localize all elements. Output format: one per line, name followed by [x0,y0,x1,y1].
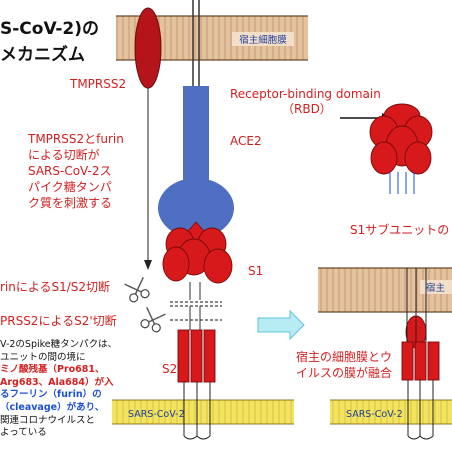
scissors-icon [140,307,166,333]
tmprss2-label: TMPRSS2 [70,77,127,91]
cleavage-stimulus-line-3: SARS-CoV-2ス [28,164,112,178]
note-line: るフーリン（furin）の [0,389,102,401]
virus-membrane-right: SARS-CoV-2 [330,399,452,425]
cleavage-stimulus-line-5: ク質を刺激する [28,196,113,210]
note-line: Arg683、Ala684）が入 [0,376,114,388]
cleavage-stimulus-line-1: TMPRSS2とfurin [28,132,124,146]
note-line: 関連コロナウイルスと [0,414,96,426]
host-right-label: 宿主 [426,282,445,294]
cleavage-stimulus-line-4: パイク糖タンパ [28,180,112,194]
rbd-stalks [389,172,415,194]
virus-membrane-label-right: SARS-CoV-2 [346,409,403,420]
tmprss2-pointer-arrowhead [144,260,152,270]
fused-spike-legs [406,268,434,440]
ace2-receptor [158,0,234,238]
furin-site-note: V-2のSpike糖タンパクは、 ユニットの間の境に ミノ酸残基（Pro681、… [0,339,126,440]
note-line: ミノ酸残基（Pro681、 [0,364,105,376]
spike-s2 [177,329,216,383]
host-cell-membrane-right: 宿主 [318,267,452,313]
note-line: ユニットの間の境に [0,351,86,363]
virus-membrane-label-left: SARS-CoV-2 [128,409,185,420]
fusion-arrow-icon [257,309,305,341]
furin-cleavage-label: rinによるS1/S2切断 [0,280,111,294]
title-line-1: S-CoV-2)の [0,19,100,39]
rbd-s1-subunit [369,103,433,175]
ace2-label: ACE2 [230,134,262,148]
spike-s1-head [162,221,233,284]
cleavage-stimulus-line-2: による切断が [28,148,100,162]
scissors-icon [124,277,150,303]
tmprss2-cleavage-label: PRSS2によるS2'切断 [0,314,117,328]
fused-spike [401,315,440,381]
host-membrane-label: 宿主細胞膜 [239,34,287,46]
note-line: V-2のSpike糖タンパクは、 [0,339,118,350]
rbd-label-line-2: （RBD） [282,102,332,116]
s2-transmembrane-legs [183,382,211,440]
note-line: （cleavage）があり、 [0,401,105,413]
tmprss2-protease [134,7,162,89]
note-line: よっている [0,427,47,439]
fusion-label-line-2: イルスの膜が融合 [296,366,393,380]
s2-label: S2 [162,362,178,376]
s1-subunit-label: S1サブユニットの [350,223,450,237]
title-line-2: メカニズム [0,45,85,65]
virus-membrane-left: SARS-CoV-2 [112,399,294,425]
s1-label: S1 [248,264,264,278]
rbd-label-line-1: Receptor-binding domain [230,87,381,101]
fusion-label-line-1: 宿主の細胞膜とウ [296,350,393,364]
